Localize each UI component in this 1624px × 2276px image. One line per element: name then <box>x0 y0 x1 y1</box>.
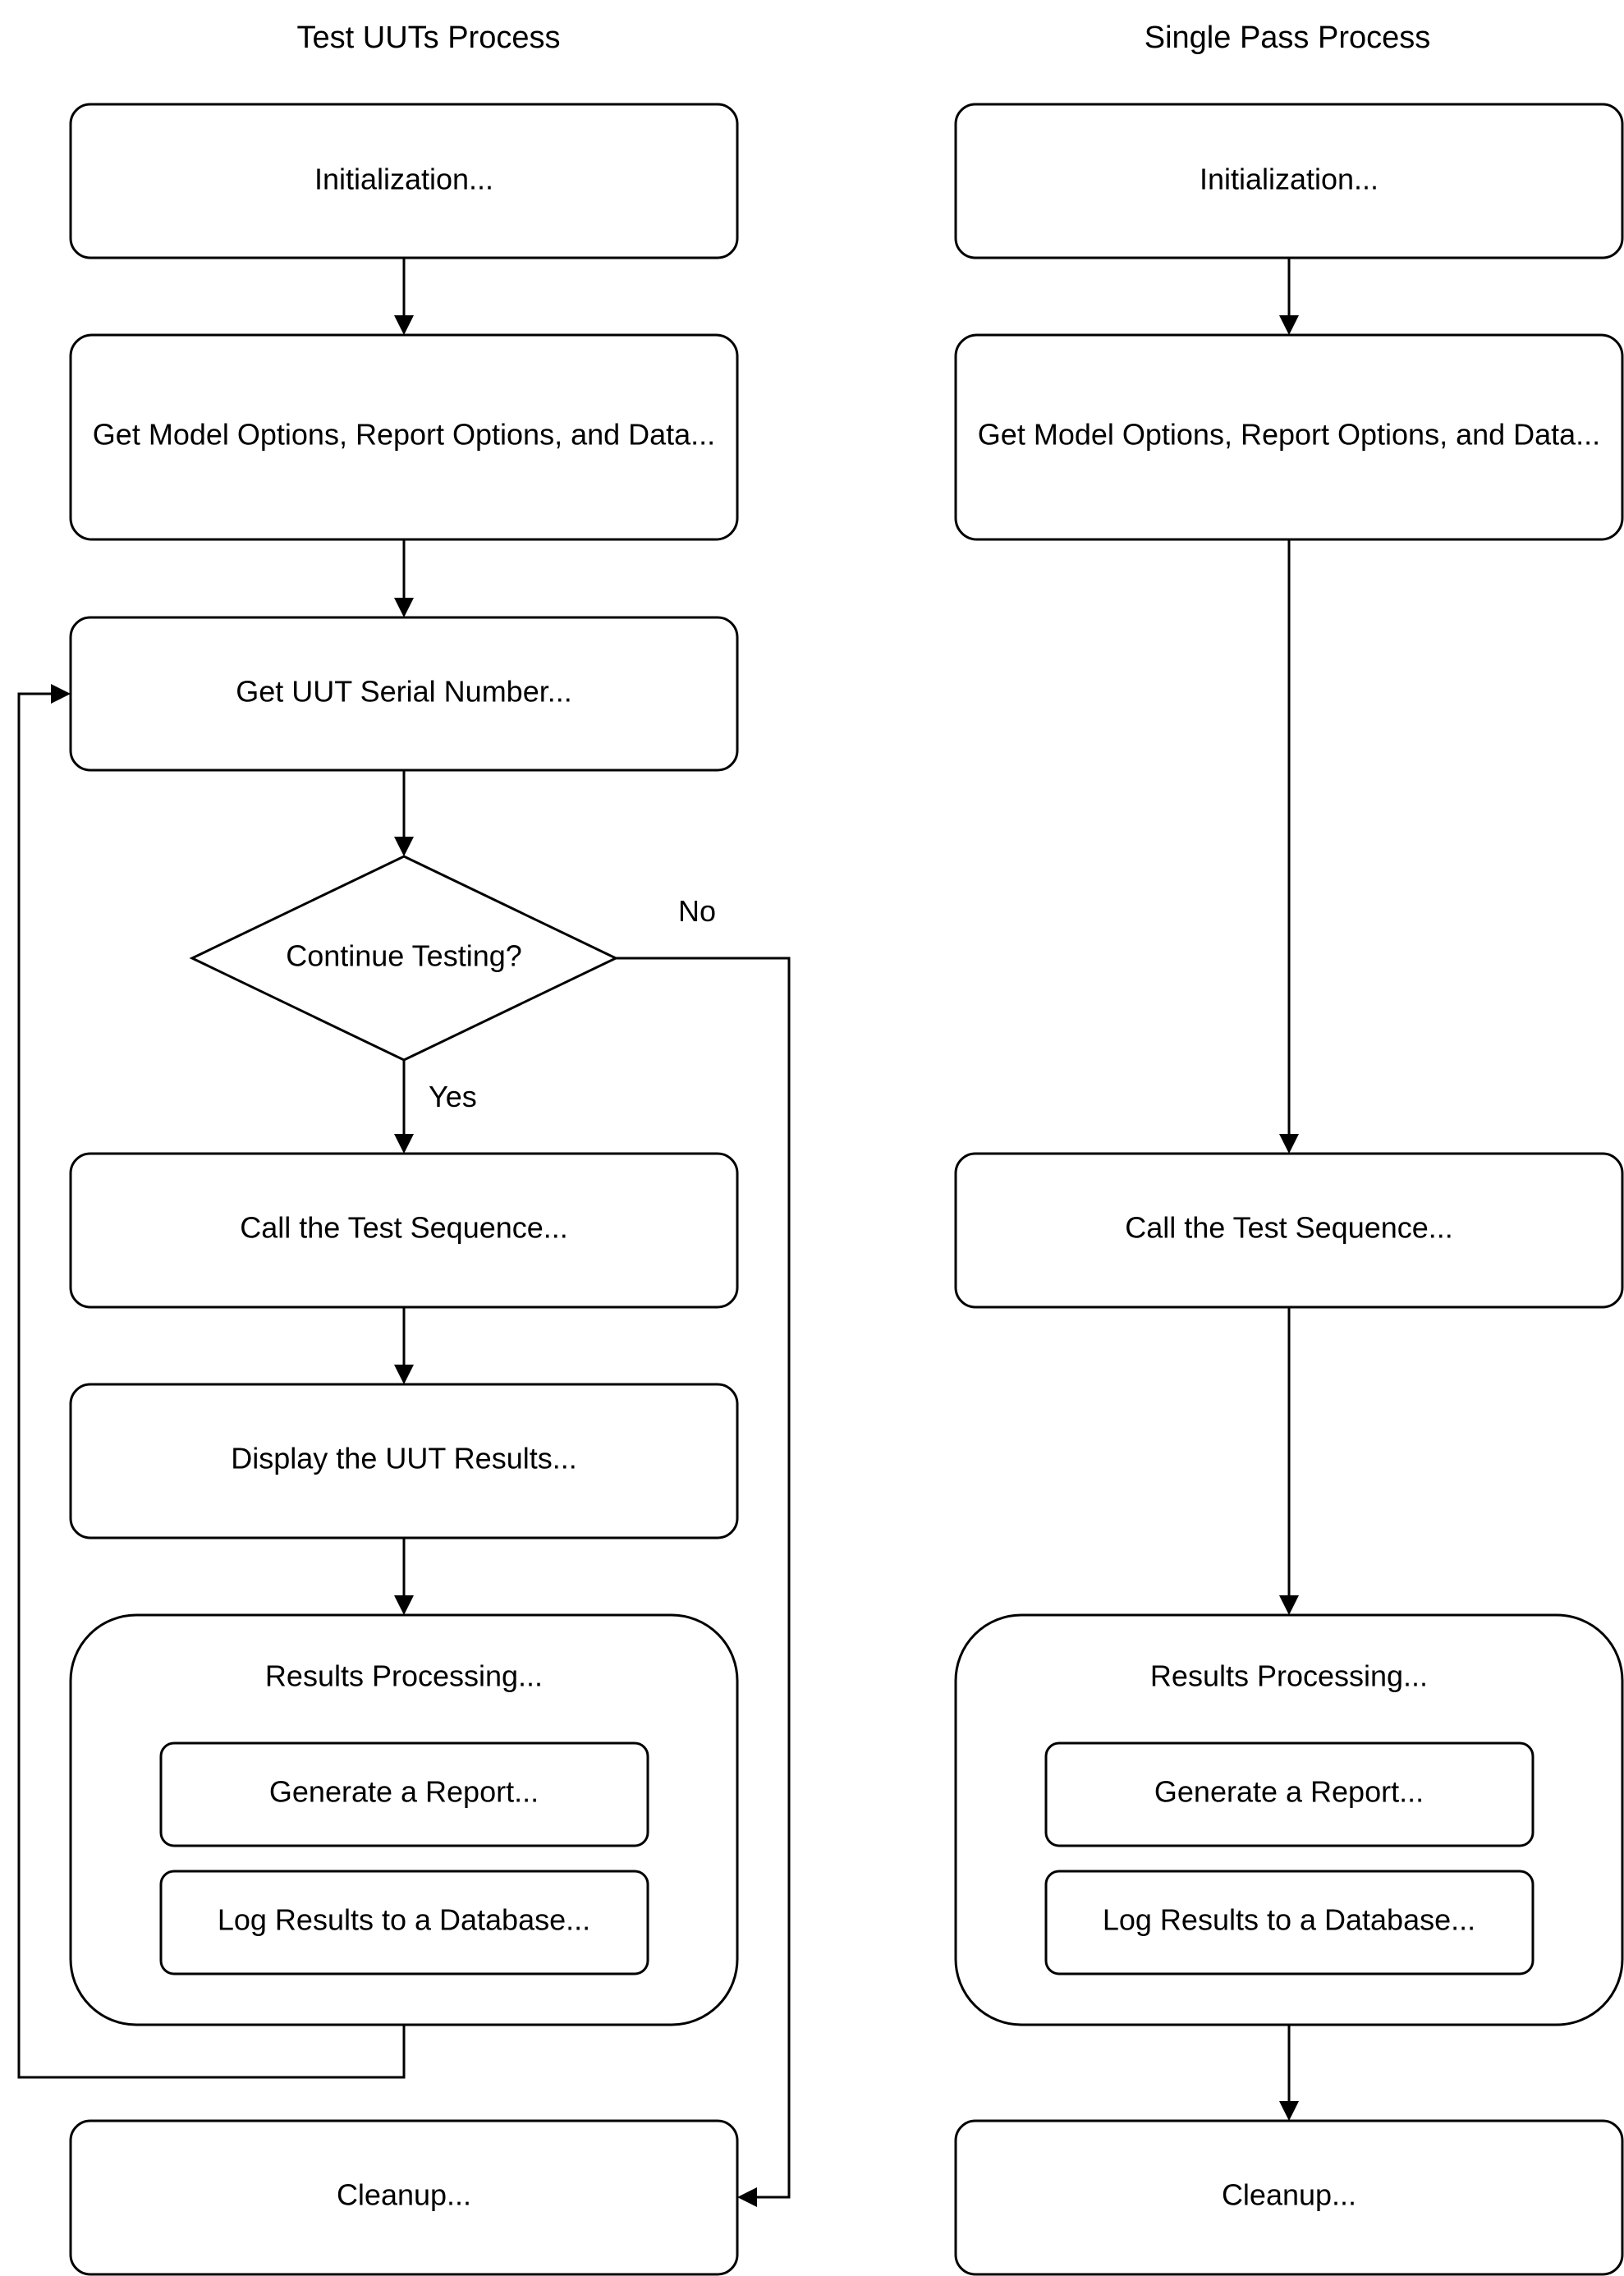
edge-left-display-to-results <box>394 1538 414 1615</box>
arrowhead-icon <box>737 2187 757 2207</box>
right-log-results-node[interactable]: Log Results to a Database... <box>1044 1870 1535 1975</box>
left-initialization-node[interactable]: Initialization... <box>69 103 739 259</box>
arrowhead-icon <box>394 1595 414 1615</box>
right-get-options-label: Get Model Options, Report Options, and D… <box>978 418 1600 452</box>
left-log-results-label: Log Results to a Database... <box>218 1903 590 1937</box>
left-log-results-node[interactable]: Log Results to a Database... <box>159 1870 649 1975</box>
edge-left-decision-no <box>616 957 791 2207</box>
arrowhead-icon <box>1279 1134 1299 1154</box>
right-cleanup-node[interactable]: Cleanup... <box>954 2119 1624 2276</box>
left-get-serial-label: Get UUT Serial Number... <box>236 675 571 709</box>
right-call-sequence-node[interactable]: Call the Test Sequence... <box>954 1152 1624 1309</box>
left-get-serial-node[interactable]: Get UUT Serial Number... <box>69 616 739 772</box>
arrowhead-icon <box>394 1134 414 1154</box>
arrowhead-icon <box>1279 315 1299 335</box>
edge-right-results-to-cleanup <box>1279 2025 1299 2121</box>
right-generate-report-label: Generate a Report... <box>1154 1775 1424 1809</box>
edge-left-decision-yes <box>394 1060 414 1154</box>
right-log-results-label: Log Results to a Database... <box>1103 1903 1475 1937</box>
arrowhead-icon <box>1279 2101 1299 2121</box>
edge-right-call-to-results <box>1279 1307 1299 1615</box>
left-call-sequence-node[interactable]: Call the Test Sequence... <box>69 1152 739 1309</box>
left-decision-label: Continue Testing? <box>286 939 522 973</box>
right-results-processing-label: Results Processing... <box>1150 1659 1428 1693</box>
left-get-options-label: Get Model Options, Report Options, and D… <box>93 418 715 452</box>
right-column-title: Single Pass Process <box>1145 21 1431 55</box>
left-results-processing-label: Results Processing... <box>265 1659 543 1693</box>
left-display-results-label: Display the UUT Results... <box>231 1442 576 1475</box>
right-cleanup-label: Cleanup... <box>1222 2178 1356 2212</box>
left-call-sequence-label: Call the Test Sequence... <box>240 1211 568 1245</box>
right-initialization-label: Initialization... <box>1200 163 1379 196</box>
edge-left-call-to-display <box>394 1307 414 1384</box>
left-generate-report-label: Generate a Report... <box>269 1775 539 1809</box>
right-call-sequence-label: Call the Test Sequence... <box>1125 1211 1453 1245</box>
arrowhead-icon <box>51 684 71 704</box>
edge-label-yes: Yes <box>429 1080 477 1113</box>
edge-left-options-to-serial <box>394 539 414 617</box>
arrowhead-icon <box>394 1365 414 1384</box>
right-get-options-node[interactable]: Get Model Options, Report Options, and D… <box>954 333 1624 541</box>
edge-label-no: No <box>678 894 716 928</box>
left-generate-report-node[interactable]: Generate a Report... <box>159 1741 649 1847</box>
right-generate-report-node[interactable]: Generate a Report... <box>1044 1741 1535 1847</box>
left-cleanup-label: Cleanup... <box>337 2178 471 2212</box>
left-column-title: Test UUTs Process <box>297 21 561 55</box>
edge-right-init-to-options <box>1279 258 1299 335</box>
edge-right-options-to-call <box>1279 539 1299 1154</box>
edge-left-loop-back-to-serial <box>17 684 406 2079</box>
edge-left-init-to-options <box>394 258 414 335</box>
left-display-results-node[interactable]: Display the UUT Results... <box>69 1383 739 1540</box>
left-get-options-node[interactable]: Get Model Options, Report Options, and D… <box>69 333 739 541</box>
arrowhead-icon <box>394 598 414 617</box>
right-initialization-node[interactable]: Initialization... <box>954 103 1624 259</box>
arrowhead-icon <box>394 837 414 856</box>
edge-left-serial-to-decision <box>394 770 414 856</box>
left-decision-node[interactable]: Continue Testing? <box>189 855 619 1062</box>
arrowhead-icon <box>394 315 414 335</box>
arrowhead-icon <box>1279 1595 1299 1615</box>
left-initialization-label: Initialization... <box>314 163 493 196</box>
left-cleanup-node[interactable]: Cleanup... <box>69 2119 739 2276</box>
